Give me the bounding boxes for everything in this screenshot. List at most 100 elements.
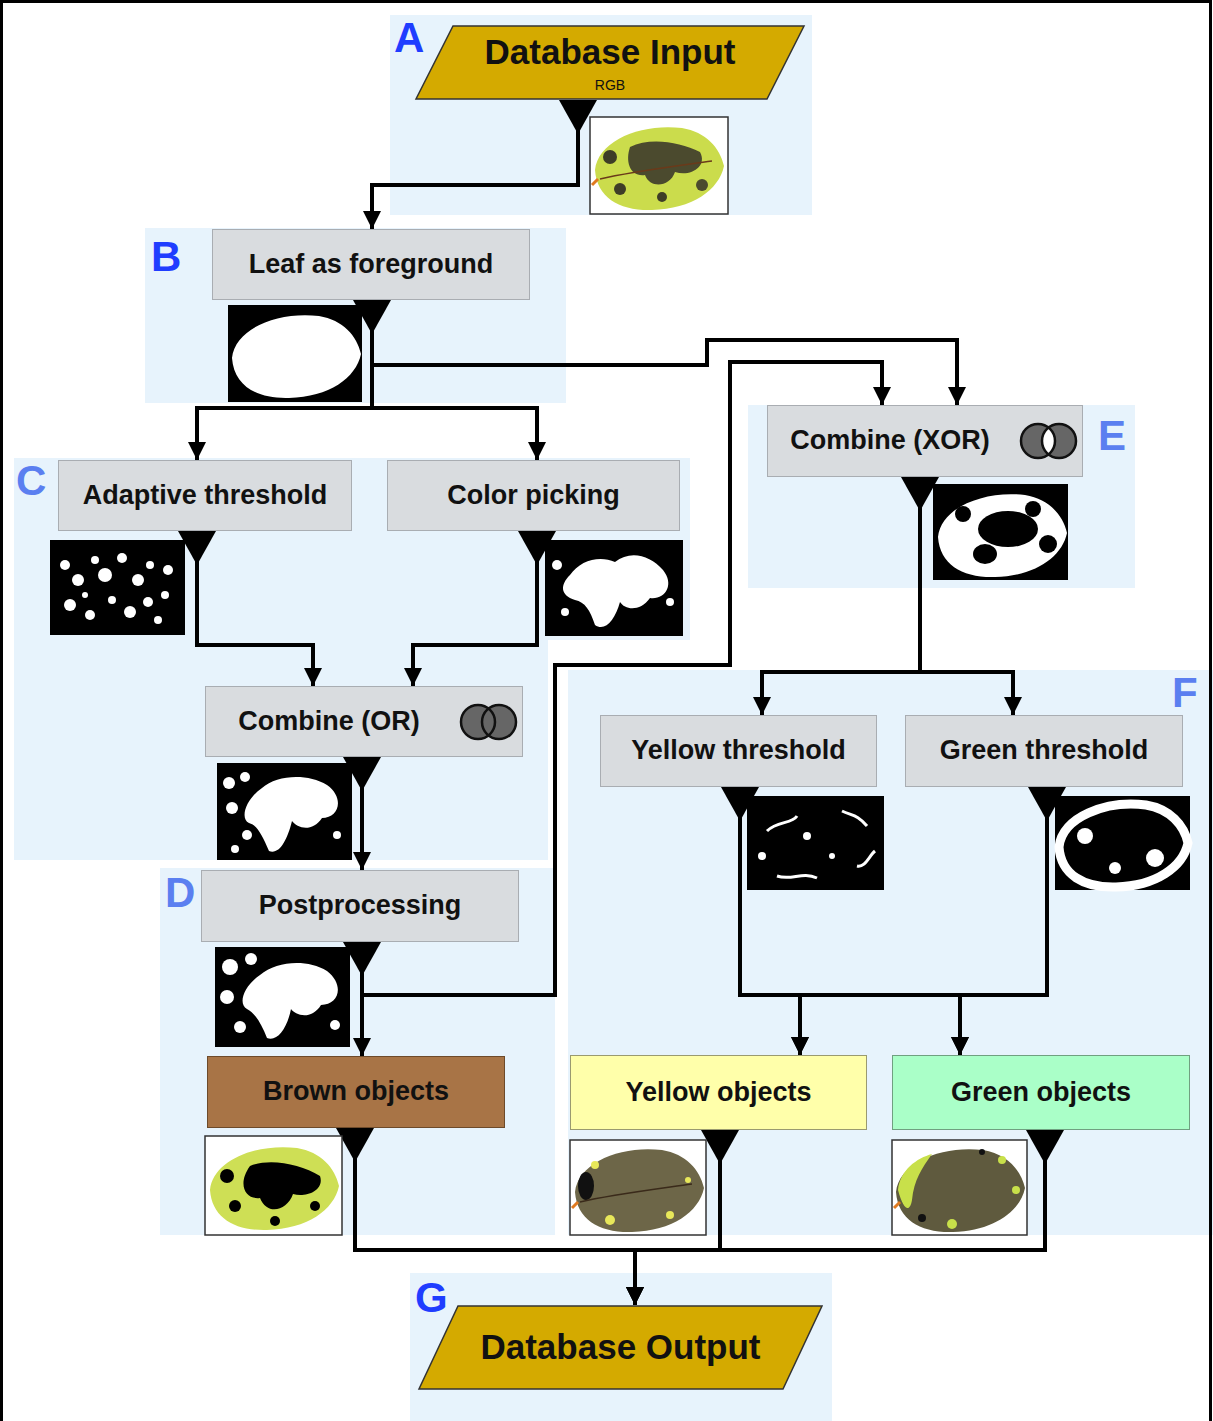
drawing-shape xyxy=(657,192,667,202)
drawing-shape xyxy=(482,705,516,739)
drawing-shape xyxy=(1039,535,1057,553)
brown-leaf xyxy=(205,1136,342,1235)
drawing-shape xyxy=(163,565,173,575)
drawing-shape xyxy=(614,183,626,195)
drawing-shape xyxy=(132,574,144,586)
drawing-shape xyxy=(154,616,162,624)
drawing-shape xyxy=(143,597,153,607)
box-label: Leaf as foreground xyxy=(249,249,494,280)
drawing-shape xyxy=(228,305,362,402)
panel-letter: A xyxy=(394,17,424,59)
process-box: Adaptive threshold xyxy=(58,460,352,531)
process-box: Green threshold xyxy=(905,715,1183,787)
drawing-shape xyxy=(1042,424,1076,458)
leaf-photo xyxy=(590,117,728,214)
or-mask xyxy=(217,763,352,860)
drawing-shape xyxy=(580,1184,692,1202)
drawing-shape xyxy=(343,757,381,791)
drawing-shape xyxy=(1025,501,1041,517)
drawing-shape xyxy=(938,494,1067,577)
panel-region: FYellow thresholdGreen thresholdYellow o… xyxy=(568,670,1213,1235)
drawing-shape xyxy=(666,1211,674,1219)
drawing-shape xyxy=(270,1216,280,1226)
box-label: Yellow objects xyxy=(625,1077,811,1108)
drawing-shape xyxy=(482,705,516,739)
parallelogram-shape xyxy=(416,26,804,99)
drawing-shape xyxy=(595,127,724,210)
drawing-shape xyxy=(896,1149,1025,1232)
drawing-shape xyxy=(461,705,495,739)
drawing-shape xyxy=(146,561,154,569)
or-symbol xyxy=(461,705,516,739)
drawing-shape xyxy=(1026,1130,1064,1164)
drawing-shape xyxy=(64,599,76,611)
connector-arrow xyxy=(920,477,1013,715)
box-label: Combine (OR) xyxy=(238,706,420,737)
panel-extension xyxy=(548,458,690,640)
drawing-shape xyxy=(578,1172,594,1200)
drawing-shape xyxy=(220,1169,320,1226)
drawing-shape xyxy=(245,777,338,852)
drawing-shape xyxy=(803,832,811,840)
drawing-shape xyxy=(894,1202,900,1208)
drawing-shape xyxy=(628,142,702,185)
drawing-shape xyxy=(1059,804,1188,887)
drawing-shape xyxy=(666,598,674,606)
drawing-shape xyxy=(552,560,562,570)
leaf-mask xyxy=(228,305,362,402)
drawing-shape xyxy=(242,830,252,840)
drawing-shape xyxy=(1021,424,1055,458)
drawing-shape xyxy=(563,555,668,627)
panel-letter: E xyxy=(1098,415,1126,457)
drawing-shape xyxy=(243,1162,320,1209)
process-box: Brown objects xyxy=(207,1056,505,1128)
drawing-shape xyxy=(222,959,238,975)
panel-region: D PostprocessingBrown objects xyxy=(160,868,555,1235)
drawing-shape xyxy=(1109,862,1121,874)
output-triangles xyxy=(178,100,1066,1164)
panel-letter: D xyxy=(165,872,195,914)
drawing-shape xyxy=(857,851,875,866)
drawing-shape xyxy=(591,1161,691,1225)
drawing-shape xyxy=(947,1156,1020,1229)
drawing-shape xyxy=(243,963,338,1039)
drawing-shape xyxy=(600,161,712,179)
connector-arrow xyxy=(740,787,960,1055)
drawing-shape xyxy=(545,540,683,636)
drawing-shape xyxy=(72,574,84,586)
adaptive-mask xyxy=(50,540,185,635)
connector-arrow xyxy=(372,300,537,460)
box-label: Postprocessing xyxy=(259,890,462,921)
drawing-shape xyxy=(353,300,391,334)
drawing-shape xyxy=(60,560,70,570)
panel-letter: F xyxy=(1172,672,1198,714)
drawing-shape xyxy=(1055,796,1190,890)
drawing-shape xyxy=(918,1214,926,1222)
yellow-leaf xyxy=(570,1140,706,1235)
drawing-shape xyxy=(947,1219,957,1229)
xor-symbol xyxy=(1021,424,1076,458)
panel-region: BLeaf as foreground xyxy=(145,228,566,403)
drawing-shape xyxy=(82,592,88,598)
drawing-shape xyxy=(955,506,971,522)
drawing-shape xyxy=(1077,828,1093,844)
parallelogram-shape xyxy=(419,1306,822,1389)
drawing-shape xyxy=(461,705,495,739)
drawing-shape xyxy=(205,1136,342,1235)
drawing-shape xyxy=(592,179,598,185)
drawing-shape xyxy=(758,832,835,860)
connector-arrow xyxy=(740,787,800,1055)
panel-region: GDatabase Output xyxy=(410,1273,832,1421)
drawing-shape xyxy=(229,1200,241,1212)
process-box: Combine (OR) xyxy=(205,686,523,757)
drawing-shape xyxy=(600,142,712,202)
box-label: Combine (XOR) xyxy=(790,425,990,456)
drawing-shape xyxy=(1146,849,1164,867)
drawing-shape xyxy=(973,544,997,564)
drawing-shape xyxy=(215,947,350,1047)
channel-label: RGB xyxy=(595,78,625,93)
connector-arrow xyxy=(360,942,364,1056)
